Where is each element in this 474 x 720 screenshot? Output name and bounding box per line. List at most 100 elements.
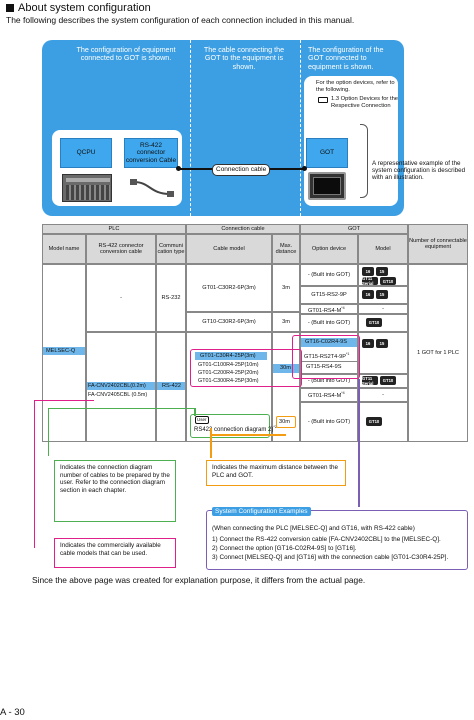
gt15-icon: 15 — [376, 290, 388, 299]
page-subtitle: The following describes the system confi… — [6, 15, 355, 25]
highlight-fa1 — [87, 382, 155, 390]
opt-rs4m-2: GT01-RS4-M*4 — [308, 391, 345, 399]
book-icon — [318, 97, 328, 103]
td-cable3 — [186, 332, 272, 442]
gt15-icon: 15 — [376, 267, 388, 276]
example-frame — [190, 349, 302, 387]
td-opt4: - (Built into GOT) — [300, 314, 358, 332]
divider-line — [300, 40, 301, 216]
plc-image — [62, 174, 112, 202]
td-dist3 — [272, 332, 300, 442]
gt10-icon: GT10 — [380, 277, 396, 285]
th-option: Option device — [300, 234, 358, 264]
panel-right-sub: For the option devices, refer to the fol… — [316, 80, 395, 93]
td-cable2: GT10-C30R2-6P(3m) — [186, 312, 272, 332]
user-cable-rs422: RS422 connection diagram 2)*2 — [194, 425, 277, 433]
th-comm: Communi cation type — [156, 234, 186, 264]
example-step-2: 2) Connect the option [GT16-C02R4-9S] to… — [212, 545, 357, 552]
cable3c-label: GT01-C200R4-25P(20m) — [198, 370, 259, 376]
callout-bracket — [360, 124, 368, 198]
td-model7: - — [358, 388, 408, 402]
orange-connector — [210, 428, 212, 458]
panel-middle-text: The cable connecting the GOT to the equi… — [203, 45, 285, 71]
td-rs422-comm — [156, 332, 186, 442]
gt10-icon: GT10 — [366, 417, 382, 426]
cable-image — [130, 176, 174, 200]
page-number: A - 30 — [0, 707, 25, 718]
th-model: Model — [358, 234, 408, 264]
gt11-icon: GT11 Serial — [362, 276, 378, 286]
highlight-dist — [273, 364, 299, 373]
td-model3: - — [358, 304, 408, 314]
td-rs232: RS-232 — [156, 264, 186, 332]
orange-connector-h — [210, 434, 286, 436]
callout-text: A representative example of the system c… — [372, 160, 466, 182]
td-opt5 — [300, 332, 358, 374]
fa-cable-1: FA-CNV2402CBL(0.2m) — [88, 383, 146, 389]
td-dist1: 3m — [272, 264, 300, 312]
note-commercial-cables: Indicates the commercially available cab… — [54, 538, 176, 568]
heading-bullet-icon — [6, 4, 14, 12]
th-got: GOT — [300, 224, 408, 234]
got-image — [308, 172, 346, 200]
highlight-rs422 — [157, 382, 185, 390]
connection-cable-label: Connection cable — [212, 164, 271, 176]
gt16-icon: 16 — [362, 267, 374, 276]
td-opt8: - (Built into GOT) — [300, 402, 358, 442]
td-dist2: 3m — [272, 312, 300, 332]
purple-connector — [358, 379, 360, 507]
gt10-icon: GT10 — [380, 376, 396, 385]
example-box — [206, 510, 468, 570]
cable3-label: GT01-C30R4-25P(3m) — [200, 353, 256, 359]
th-max-distance: Max. distance — [272, 234, 300, 264]
gt16-icon: 16 — [362, 339, 374, 348]
opt-c02: GT16-C02R4-9S — [305, 339, 347, 345]
td-opt7 — [300, 388, 358, 402]
th-plc: PLC — [42, 224, 186, 234]
opt-rs4: GT15-RS4-9S — [306, 364, 342, 370]
td-model4 — [358, 314, 408, 332]
th-number: Number of connectable equipment — [408, 224, 468, 264]
disclaimer: Since the above page was created for exp… — [32, 575, 366, 585]
gt11-icon: GT11 Serial — [362, 376, 378, 386]
page-title: About system configuration — [18, 2, 151, 14]
rs422-comm: RS-422 — [162, 383, 181, 389]
th-model-name: Model name — [42, 234, 86, 264]
rs422-cable-box: RS-422 connector conversion Cable — [124, 138, 178, 168]
dist-30m-2: 30m — [279, 419, 290, 425]
opt-rs2t: GT15-RS2T4-9P*1 — [304, 352, 350, 360]
connection-dot-right — [302, 166, 307, 171]
model-name-highlighted: MELSEC-Q — [46, 348, 76, 354]
highlight-cable3 — [195, 352, 267, 360]
dist-30m-box — [276, 416, 296, 428]
td-model1 — [358, 264, 408, 286]
opt-divider — [300, 361, 358, 362]
th-cable: Connection cable — [186, 224, 300, 234]
divider-line — [190, 40, 191, 216]
example-frame-got — [292, 335, 360, 379]
td-number: 1 GOT for 1 PLC — [408, 264, 468, 442]
note-connection-diagram: Indicates the connection diagram number … — [54, 460, 176, 522]
td-opt3 — [300, 304, 358, 314]
green-connector-v — [194, 408, 196, 416]
td-cable1: GT01-C30R2-6P(3m) — [186, 264, 272, 312]
opt-rs4m-1: GT01-RS4-M*4 — [308, 306, 345, 314]
gt15-icon: 15 — [376, 339, 388, 348]
td-model5 — [358, 332, 408, 374]
highlight-opt — [301, 338, 357, 347]
td-opt2: GT15-RS2-9P — [300, 286, 358, 304]
panel-right-text: The configuration of the GOT connected t… — [308, 45, 384, 71]
fa-cable-2: FA-CNV2405CBL (0.5m) — [88, 392, 148, 398]
panel-left-text: The configuration of equipment connected… — [76, 45, 176, 63]
td-model2 — [358, 286, 408, 304]
green-connector — [48, 408, 194, 456]
example-step-1: 1) Connect the RS-422 conversion cable [… — [212, 536, 441, 543]
connection-dot-left — [176, 166, 181, 171]
got-box: GOT — [306, 138, 348, 168]
cable3d-label: GT01-C300R4-25P(30m) — [198, 378, 259, 384]
th-rs422: RS-422 connector conversion cable — [86, 234, 156, 264]
gt16-icon: 16 — [362, 290, 374, 299]
user-icon: User — [195, 416, 209, 424]
panel-right-ref: 1.3 Option Devices for the Respective Co… — [331, 96, 399, 109]
th-cable-model: Cable model — [186, 234, 272, 264]
